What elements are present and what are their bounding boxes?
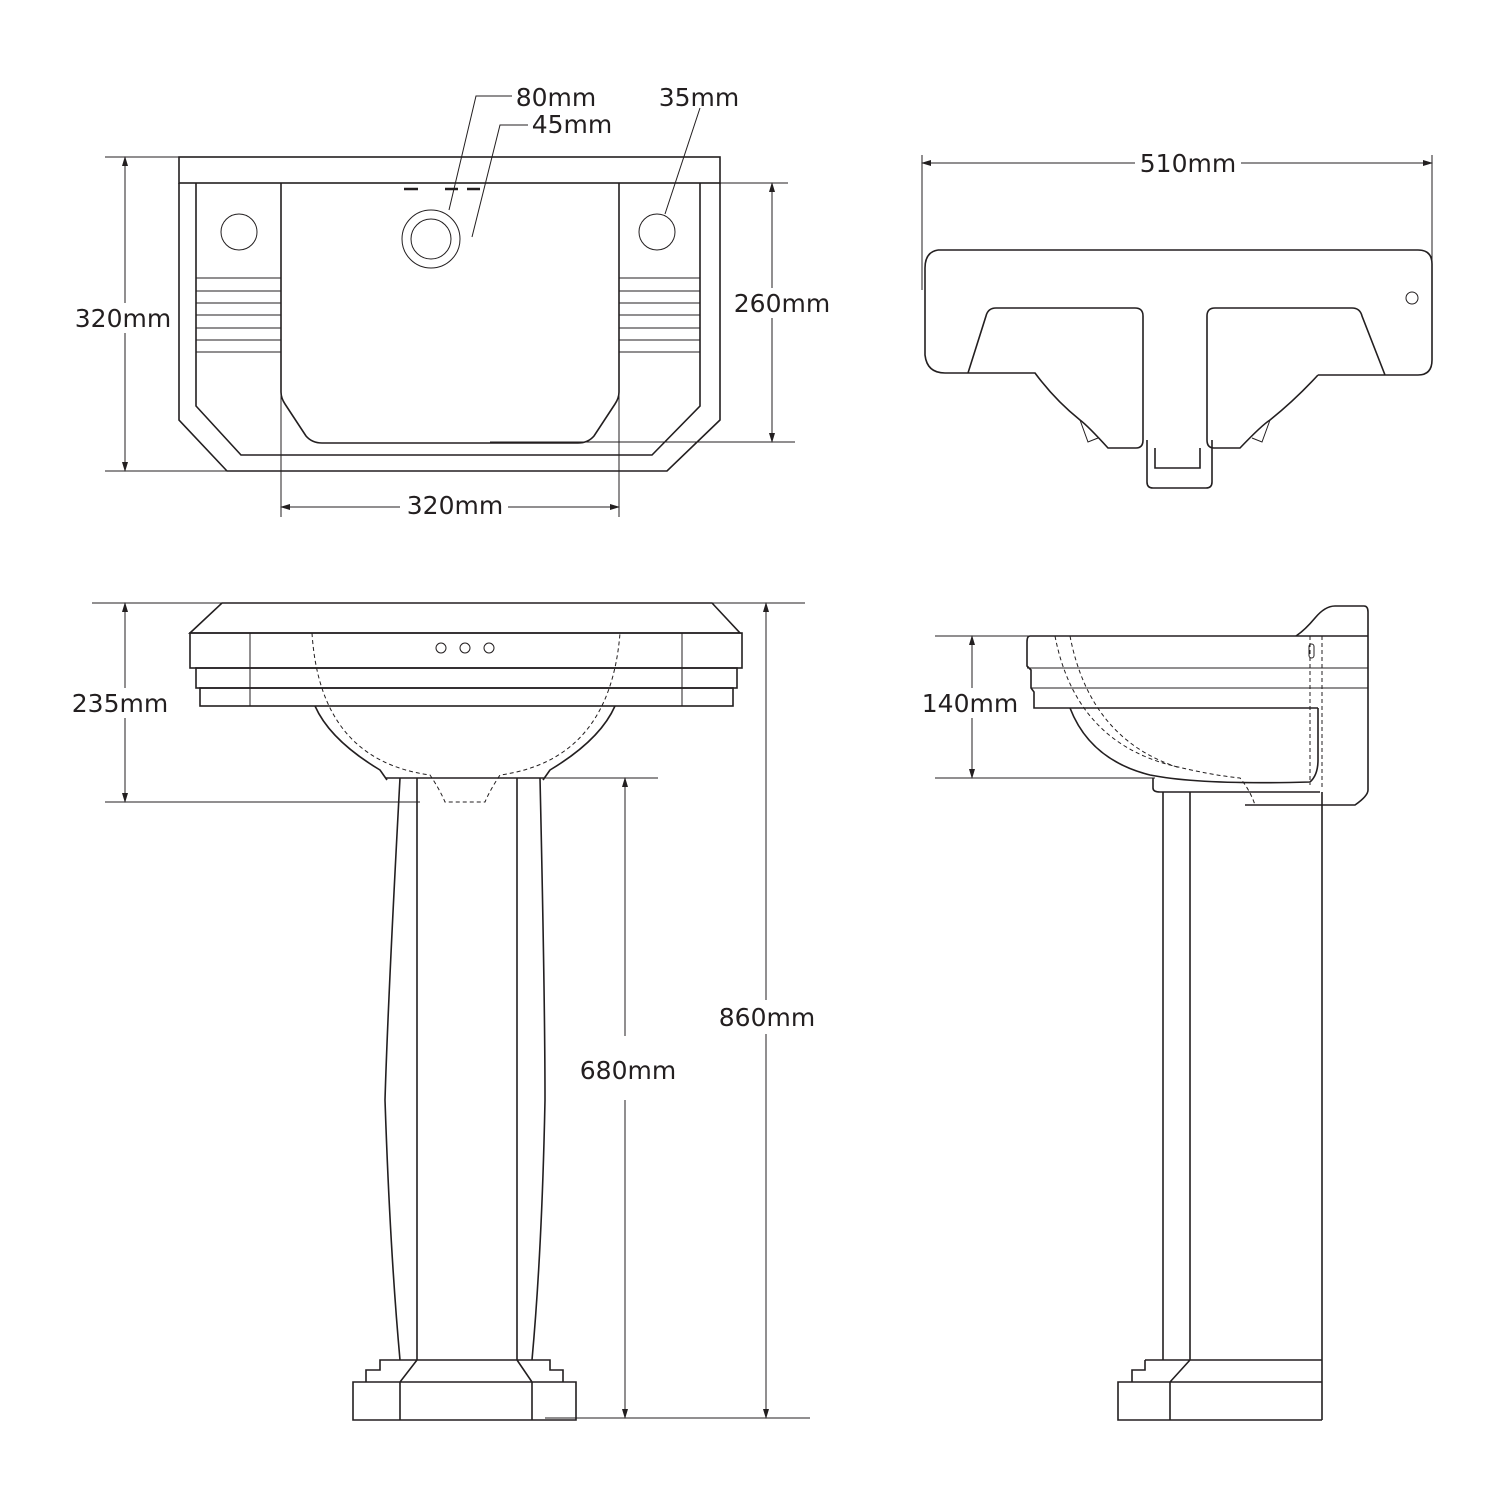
overflow-slot [1308, 643, 1315, 659]
extension-lines [280, 365, 620, 517]
depth-label: 320mm [75, 304, 171, 333]
hidden-bowl-line [311, 632, 621, 803]
extension-lines [92, 602, 810, 1419]
center-hole-inner [410, 218, 452, 260]
left-grooves [196, 277, 281, 353]
pedestal-base [1117, 1359, 1322, 1421]
basin-band-2 [195, 667, 738, 689]
right-grooves [619, 277, 700, 353]
right-tap-hole [638, 213, 676, 251]
pedestal-column [1162, 792, 1191, 1360]
basin-top [187, 602, 742, 634]
leader-35mm [664, 107, 701, 215]
width-label: 510mm [1140, 149, 1236, 178]
pedestal-top [1152, 778, 1323, 1420]
tap-hole-1 [435, 642, 447, 654]
outer-outline [178, 183, 721, 472]
rear-view: 510mm [921, 148, 1433, 489]
bowl-depth-label: 260mm [734, 289, 830, 318]
bowl-underside [314, 705, 616, 781]
left-tap-hole [220, 213, 258, 251]
side-elevation: 140mm [915, 605, 1369, 1421]
bowl-outline [280, 183, 620, 444]
bowl-curve [1069, 707, 1319, 784]
pedestal-base [352, 1359, 577, 1421]
extension-lines [490, 182, 795, 443]
tap-hole-inner-label: 45mm [532, 110, 613, 139]
leader-80mm [448, 95, 512, 211]
pedestal-column [384, 777, 546, 1361]
basin-band-1 [189, 632, 743, 669]
inner-outline [195, 183, 701, 456]
basin-band-3 [199, 687, 734, 707]
side-hole-label: 35mm [659, 83, 740, 112]
basin-right-half [938, 249, 1433, 449]
basin-left-half [924, 249, 1144, 449]
basin-height-label: 235mm [72, 689, 168, 718]
front-elevation: 235mm 860mm 680mm [66, 602, 822, 1421]
overflow-hole [1405, 291, 1419, 305]
rim-top [178, 156, 721, 184]
basin-side-profile [1026, 635, 1368, 709]
pedestal-height-label: 680mm [580, 1056, 676, 1085]
back-plate [1245, 605, 1369, 806]
waste-outlet [1146, 440, 1213, 489]
tap-hole-3 [483, 642, 495, 654]
hidden-lines [1054, 635, 1323, 806]
bowl-width-label: 320mm [407, 491, 503, 520]
leader-45mm [471, 124, 528, 238]
fixing-lugs [1079, 419, 1271, 443]
tap-hole-2 [459, 642, 471, 654]
plan-view: 320mm 260mm 320mm 80mm 45mm 35mm [70, 83, 836, 520]
front-height-label: 140mm [922, 689, 1018, 718]
total-height-label: 860mm [719, 1003, 815, 1032]
tap-hole-outer-label: 80mm [516, 83, 597, 112]
band-lines [1027, 667, 1368, 689]
center-hole-outer [401, 209, 461, 269]
front-panel-lines [249, 633, 683, 706]
